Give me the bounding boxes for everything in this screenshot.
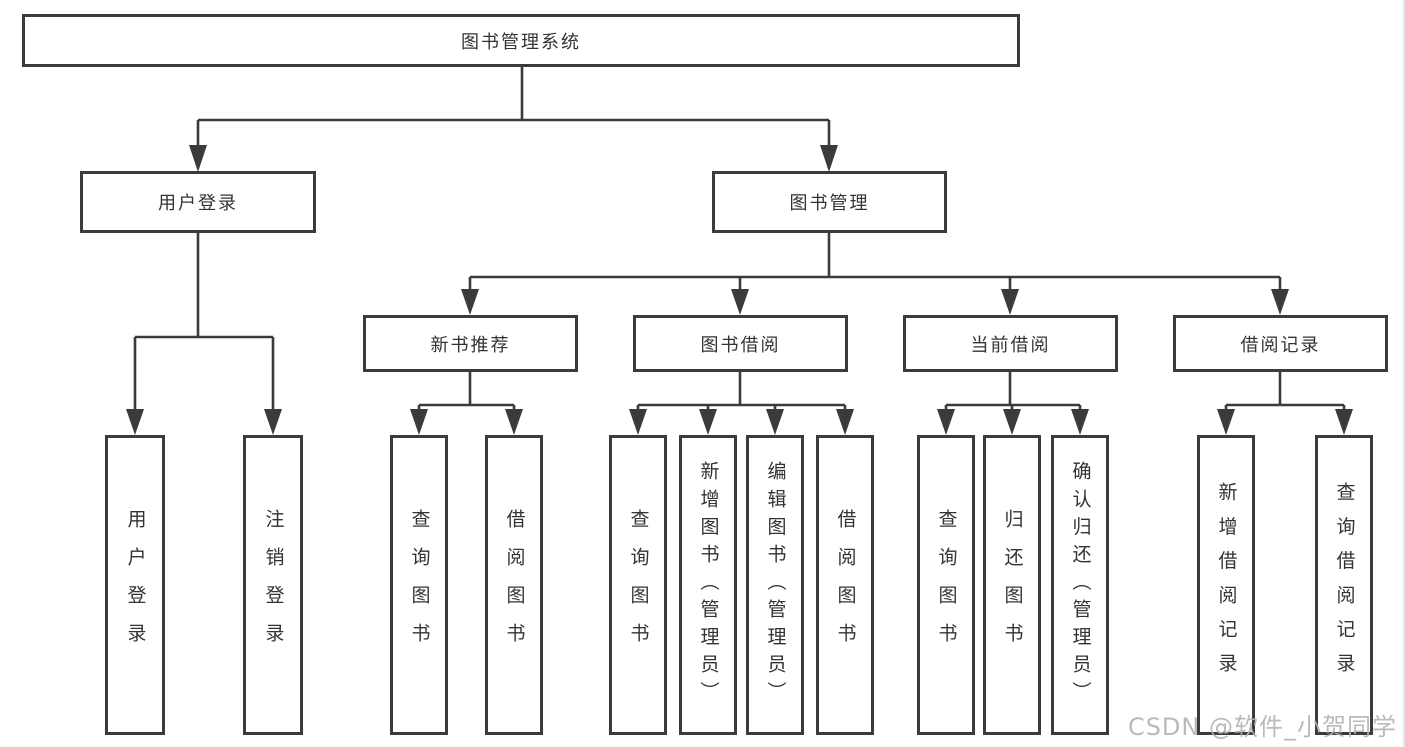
connector-new-book-fan xyxy=(410,372,523,435)
connector-current-borrow-fan xyxy=(937,372,1089,435)
leaf-add-book-admin: 新增图书（管理员） xyxy=(679,435,737,735)
leaf-query-books-2: 查询图书 xyxy=(609,435,667,735)
node-current-borrow-label: 当前借阅 xyxy=(970,334,1051,356)
node-new-book-recommend-label: 新书推荐 xyxy=(430,334,511,356)
watermark: CSDN @软件_小贺同学 xyxy=(1127,713,1397,741)
node-book-borrow: 图书借阅 xyxy=(633,315,848,372)
node-user-login: 用户登录 xyxy=(80,171,316,233)
node-book-management-label: 图书管理 xyxy=(789,193,870,214)
leaf-query-books-1: 查询图书 xyxy=(390,435,448,735)
leaf-user-login-label: 用户登录 xyxy=(124,509,147,661)
connector-root-to-level2 xyxy=(189,67,838,172)
leaf-logout: 注销登录 xyxy=(243,435,303,735)
leaf-confirm-return-admin: 确认归还（管理员） xyxy=(1051,435,1109,735)
connector-book-mgmt-to-level3 xyxy=(461,233,1289,315)
leaf-logout-label: 注销登录 xyxy=(262,509,285,661)
leaf-edit-book-admin-label: 编辑图书（管理员） xyxy=(764,461,787,709)
leaf-query-books-3-label: 查询图书 xyxy=(935,509,958,661)
leaf-return-book-label: 归还图书 xyxy=(1001,509,1024,661)
leaf-borrow-books-1: 借阅图书 xyxy=(485,435,543,735)
leaf-return-book: 归还图书 xyxy=(983,435,1041,735)
leaf-query-books-3: 查询图书 xyxy=(917,435,975,735)
node-new-book-recommend: 新书推荐 xyxy=(363,315,578,372)
leaf-borrow-books-1-label: 借阅图书 xyxy=(503,509,526,661)
connector-book-borrow-fan xyxy=(629,372,854,435)
node-current-borrow: 当前借阅 xyxy=(903,315,1118,372)
leaf-user-login: 用户登录 xyxy=(105,435,165,735)
leaf-query-books-2-label: 查询图书 xyxy=(627,509,650,661)
leaf-edit-book-admin: 编辑图书（管理员） xyxy=(746,435,804,735)
leaf-borrow-books-2: 借阅图书 xyxy=(816,435,874,735)
leaf-add-borrow-record: 新增借阅记录 xyxy=(1197,435,1255,735)
leaf-add-book-admin-label: 新增图书（管理员） xyxy=(697,461,720,709)
node-book-management: 图书管理 xyxy=(712,171,947,233)
node-root: 图书管理系统 xyxy=(22,14,1020,67)
node-root-label: 图书管理系统 xyxy=(461,31,581,53)
leaf-query-borrow-record: 查询借阅记录 xyxy=(1315,435,1373,735)
leaf-query-borrow-record-label: 查询借阅记录 xyxy=(1333,482,1356,688)
connector-borrow-record-fan xyxy=(1217,372,1353,435)
node-book-borrow-label: 图书借阅 xyxy=(700,334,781,356)
connector-user-login-to-leaves xyxy=(126,233,282,435)
leaf-borrow-books-2-label: 借阅图书 xyxy=(834,509,857,661)
leaf-confirm-return-admin-label: 确认归还（管理员） xyxy=(1069,461,1092,709)
node-borrow-records-label: 借阅记录 xyxy=(1240,334,1321,356)
node-user-login-label: 用户登录 xyxy=(158,193,238,214)
node-borrow-records: 借阅记录 xyxy=(1173,315,1388,372)
leaf-query-books-1-label: 查询图书 xyxy=(408,509,431,661)
leaf-add-borrow-record-label: 新增借阅记录 xyxy=(1215,482,1238,688)
